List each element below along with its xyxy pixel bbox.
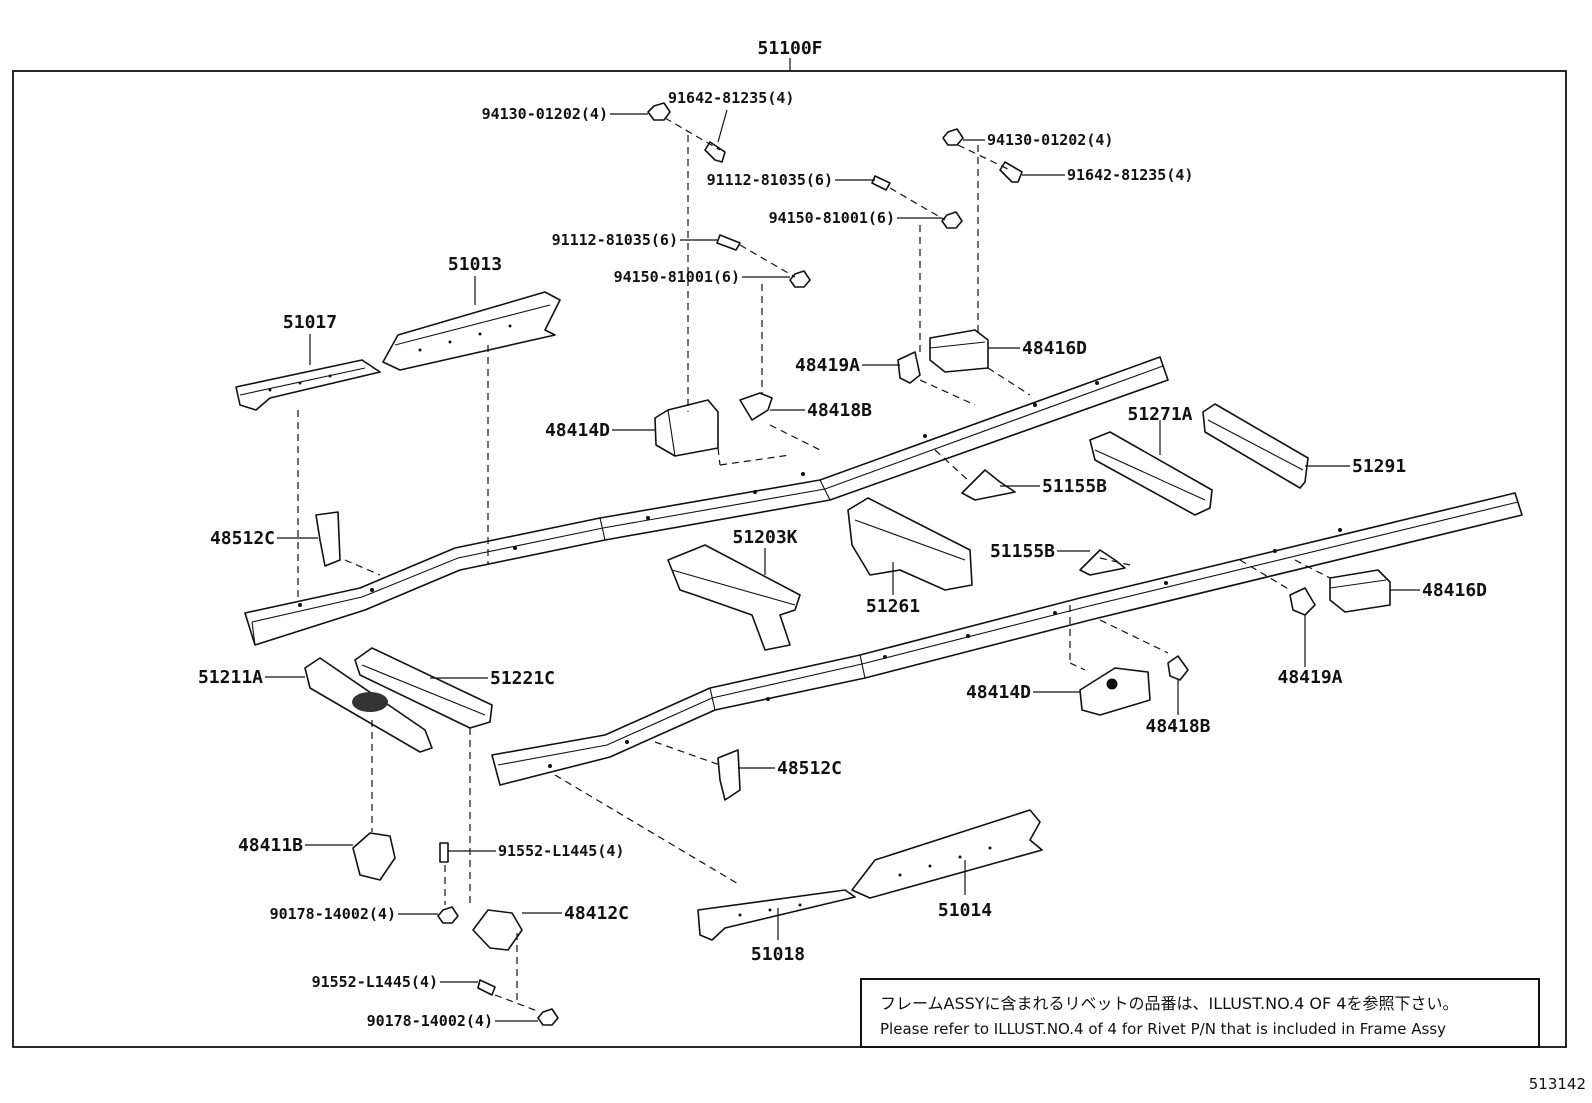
callout[interactable]: 91112-81035(6)	[707, 171, 833, 189]
callout[interactable]: 94150-81001(6)	[614, 268, 740, 286]
part-51013	[382, 291, 561, 371]
callout[interactable]: 48412C	[564, 903, 629, 924]
part-51203K	[667, 544, 801, 651]
note-japanese: フレームASSYに含まれるリベットの品番は、ILLUST.NO.4 OF 4を参…	[880, 994, 1459, 1013]
callout[interactable]: 51155B	[1042, 476, 1107, 497]
callout[interactable]: 48419A	[1277, 667, 1342, 688]
callout[interactable]: 51013	[448, 254, 502, 275]
callout[interactable]: 48512C	[777, 758, 842, 779]
part-51271A	[1089, 431, 1213, 516]
part-51155B-upper	[961, 469, 1016, 501]
callout[interactable]: 91112-81035(6)	[552, 231, 678, 249]
callout[interactable]: 51203K	[732, 527, 797, 548]
callout[interactable]: 48512C	[210, 528, 275, 549]
side-rail-left	[244, 356, 1169, 646]
callout[interactable]: 48411B	[238, 835, 303, 856]
part-51291	[1202, 403, 1309, 489]
callout[interactable]: 90178-14002(4)	[270, 905, 396, 923]
callout[interactable]: 48414D	[545, 420, 610, 441]
callout[interactable]: 91552-L1445(4)	[312, 973, 438, 991]
part-51018	[697, 889, 856, 941]
callout[interactable]: 51155B	[990, 541, 1055, 562]
callout[interactable]: 48418B	[807, 400, 872, 421]
part-51261	[847, 497, 973, 591]
callout[interactable]: 51018	[751, 944, 805, 965]
part-48418B-lower	[1167, 655, 1189, 681]
callout[interactable]: 94130-01202(4)	[987, 131, 1113, 149]
callout[interactable]: 51211A	[198, 667, 263, 688]
rivet-note-box: フレームASSYに含まれるリベットの品番は、ILLUST.NO.4 OF 4を参…	[860, 978, 1540, 1048]
fasteners	[437, 102, 1023, 1026]
callout[interactable]: 91552-L1445(4)	[498, 842, 624, 860]
callout[interactable]: 48419A	[795, 355, 860, 376]
part-51221C	[354, 647, 493, 729]
callout[interactable]: 94150-81001(6)	[769, 209, 895, 227]
callout[interactable]: 48418B	[1145, 716, 1210, 737]
part-48512C-upper	[315, 511, 341, 567]
part-48512C-lower	[717, 749, 741, 801]
callout[interactable]: 51271A	[1127, 404, 1192, 425]
part-51155B-lower	[1079, 549, 1126, 576]
part-48419A-upper	[897, 351, 921, 384]
part-48416D-lower	[1329, 569, 1391, 613]
part-51211A	[304, 657, 433, 753]
part-51014	[851, 809, 1043, 899]
part-51017	[235, 359, 381, 411]
part-48419A-lower	[1289, 587, 1316, 616]
callout[interactable]: 91642-81235(4)	[668, 89, 794, 107]
callout-labels: 51100F 94130-01202(4) 91642-81235(4) 941…	[198, 38, 1487, 1030]
alignment-lines	[297, 117, 1331, 1013]
callout[interactable]: 48416D	[1022, 338, 1087, 359]
part-48414D-lower	[1079, 667, 1151, 716]
side-rail-right	[491, 492, 1523, 786]
callout[interactable]: 94130-01202(4)	[482, 105, 608, 123]
callout[interactable]: 91642-81235(4)	[1067, 166, 1193, 184]
part-48412C	[472, 909, 523, 951]
callout-main: 51100F	[757, 38, 822, 59]
callout[interactable]: 51261	[866, 596, 920, 617]
part-48411B	[352, 832, 396, 881]
part-48414D-upper	[654, 399, 719, 457]
callout[interactable]: 48416D	[1422, 580, 1487, 601]
callout[interactable]: 51017	[283, 312, 337, 333]
callout[interactable]: 51291	[1352, 456, 1406, 477]
leader-lines	[265, 109, 1420, 1022]
callout[interactable]: 51014	[938, 900, 992, 921]
drawing-number: 513142	[1528, 1075, 1586, 1093]
callout[interactable]: 51221C	[490, 668, 555, 689]
callout[interactable]: 90178-14002(4)	[367, 1012, 493, 1030]
note-english: Please refer to ILLUST.NO.4 of 4 for Riv…	[880, 1020, 1447, 1038]
callout[interactable]: 48414D	[966, 682, 1031, 703]
part-48418B-upper	[739, 392, 773, 421]
part-48416D-upper	[929, 329, 989, 373]
